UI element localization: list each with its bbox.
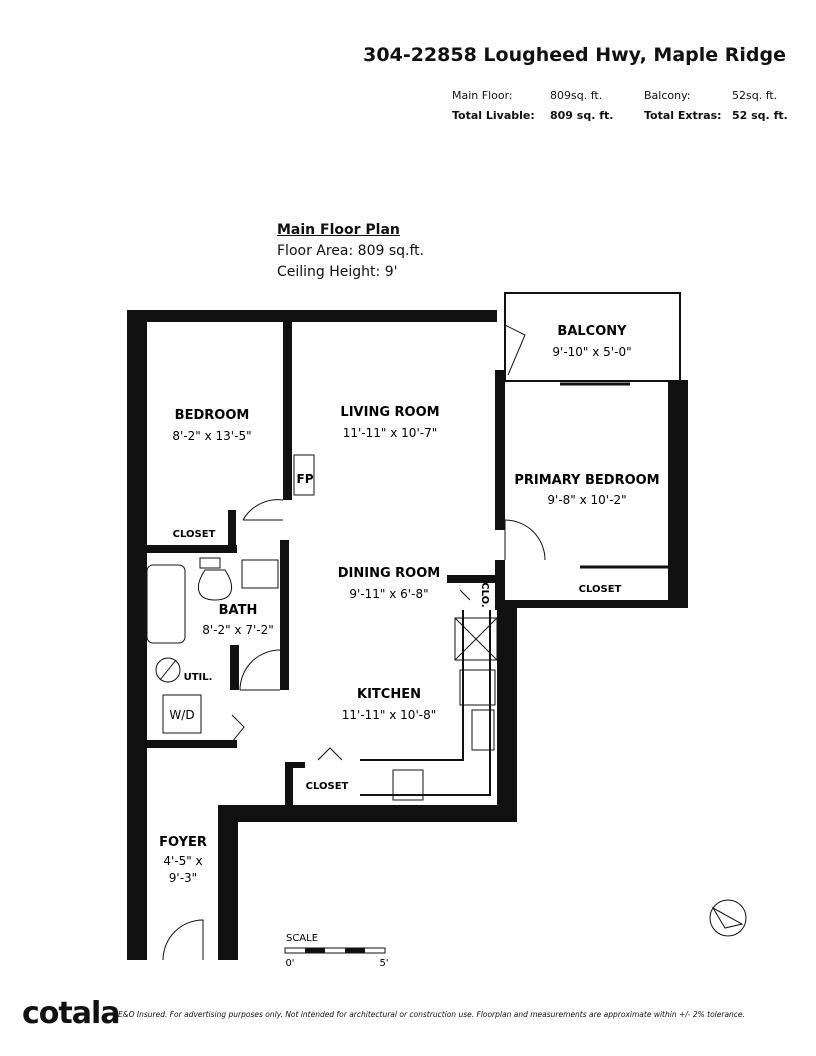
- foyer-name: FOYER: [159, 835, 207, 850]
- balcony-outline: [504, 292, 681, 382]
- total-extras-value: 52 sq. ft.: [732, 109, 788, 122]
- bath-dims: 8'-2" x 7'-2": [202, 623, 274, 637]
- stove: [459, 669, 496, 706]
- bath-name: BATH: [219, 603, 258, 618]
- room-labels: BALCONY 9'-10" x 5'-0" BEDROOM 8'-2" x 1…: [159, 324, 660, 885]
- balcony-name: BALCONY: [557, 324, 627, 339]
- plan-title: Main Floor Plan: [277, 222, 400, 238]
- dishwasher: [471, 709, 495, 751]
- foyer-dims: 4'-5" x: [163, 854, 202, 868]
- water-heater: [155, 657, 181, 683]
- bedroom-dims: 8'-2" x 13'-5": [172, 429, 251, 443]
- total-livable-label: Total Livable:: [452, 109, 535, 122]
- disclaimer: E&O Insured. For advertising purposes on…: [118, 1010, 745, 1019]
- balcony-label: Balcony:: [644, 89, 691, 102]
- living-room-dims: 11'-11" x 10'-7": [343, 426, 437, 440]
- foyer-dims-2: 9'-3": [169, 871, 197, 885]
- primary-bedroom-dims: 9'-8" x 10'-2": [547, 493, 626, 507]
- primary-bedroom-name: PRIMARY BEDROOM: [514, 473, 659, 488]
- washer-dryer-label: W/D: [169, 708, 194, 722]
- property-address: 304-22858 Lougheed Hwy, Maple Ridge: [363, 44, 786, 66]
- scale-zero: 0': [285, 958, 294, 969]
- compass: [709, 899, 747, 937]
- toilet: [197, 569, 233, 601]
- primary-closet-label: CLOSET: [579, 584, 622, 595]
- balcony-value: 52sq. ft.: [732, 89, 778, 102]
- cotala-logo: cotala: [22, 996, 121, 1031]
- foyer-closet-label: CLOSET: [306, 781, 349, 792]
- clo-label: CLO.: [479, 582, 490, 607]
- fridge: [454, 617, 498, 661]
- fixtures: [146, 292, 747, 961]
- balcony-dims: 9'-10" x 5'-0": [552, 345, 631, 359]
- total-livable-value: 809 sq. ft.: [550, 109, 614, 122]
- dining-room-name: DINING ROOM: [338, 566, 440, 581]
- dining-room-dims: 9'-11" x 6'-8": [349, 587, 428, 601]
- washer-dryer: [162, 694, 202, 734]
- floor-area: Floor Area: 809 sq.ft.: [277, 243, 425, 259]
- main-floor-label: Main Floor:: [452, 89, 513, 102]
- main-floor-value: 809sq. ft.: [550, 89, 603, 102]
- living-room-name: LIVING ROOM: [340, 405, 439, 420]
- utility-label: UTIL.: [184, 672, 213, 683]
- kitchen-dims: 11'-11" x 10'-8": [342, 708, 436, 722]
- plan-title-block: Main Floor Plan Floor Area: 809 sq.ft. C…: [277, 220, 424, 283]
- fireplace: [293, 454, 315, 496]
- fireplace-label: FP: [297, 472, 314, 486]
- bedroom-name: BEDROOM: [175, 408, 250, 423]
- scale-five: 5': [379, 958, 388, 969]
- ceiling-height: Ceiling Height: 9': [277, 264, 398, 280]
- bedroom-closet-label: CLOSET: [173, 529, 216, 540]
- sink: [241, 559, 279, 589]
- scale-bar: SCALE 0' 5': [284, 933, 389, 969]
- total-extras-label: Total Extras:: [644, 109, 722, 122]
- kitchen-name: KITCHEN: [357, 687, 421, 702]
- kitchen-sink: [392, 769, 424, 801]
- scale-label: SCALE: [286, 933, 318, 944]
- bathtub: [146, 564, 186, 644]
